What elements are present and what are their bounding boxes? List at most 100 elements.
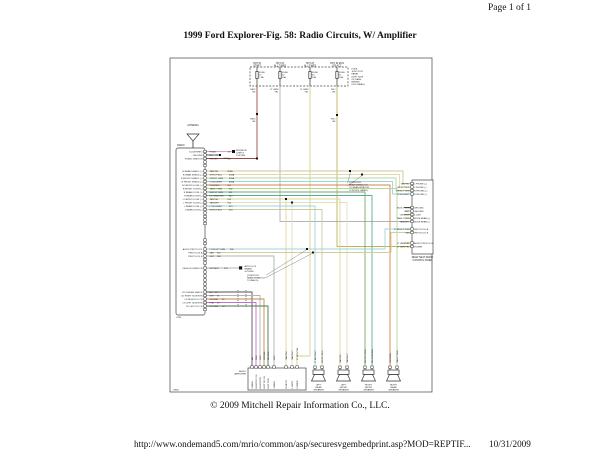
label: 805A	[229, 177, 235, 180]
connector-pin	[410, 231, 414, 234]
label: BK	[252, 357, 254, 360]
connector-pin	[410, 189, 414, 192]
label: LEFT RTN	[268, 378, 270, 388]
label: SPEAKER	[388, 389, 399, 392]
label: R FRONT SHIELD (-)	[182, 181, 203, 183]
label: CONTROL PANEL)	[349, 189, 368, 192]
connector-pin	[203, 187, 207, 190]
label: PANEL	[352, 73, 360, 76]
label: WHT/LT GRN	[210, 192, 224, 194]
label: ORG/LT GRN	[396, 190, 410, 192]
label: GRY/BLK	[210, 268, 220, 270]
label: YEL	[274, 92, 279, 94]
amplifier-block	[247, 367, 307, 391]
wire	[205, 255, 275, 366]
label: LT GRN/YEL	[397, 246, 410, 248]
label: 679	[224, 268, 228, 270]
label: RIGHT	[390, 385, 397, 387]
label: GROUND	[414, 207, 424, 209]
label: HOT IN	[253, 62, 261, 65]
junction-dot	[219, 154, 221, 156]
label: DK GRN/ORG	[372, 349, 374, 363]
label: GRY	[405, 211, 410, 213]
connector-pin	[345, 365, 349, 369]
connector-pin	[203, 278, 207, 282]
junction-dot	[306, 248, 308, 250]
connector-pin	[395, 365, 399, 369]
connector-pin	[203, 153, 207, 157]
connector-pin	[363, 365, 367, 369]
label: CD LEFT SIGN RTN	[182, 302, 203, 304]
label: 57	[216, 155, 219, 157]
label: R FRONT DOOR (+)	[182, 185, 202, 187]
label: POWER	[414, 246, 423, 248]
label: ORG/BK	[264, 351, 266, 360]
label: 30	[312, 75, 315, 77]
label: LEFT	[341, 385, 347, 387]
label: BK	[253, 92, 256, 94]
label: ORG/LT GRN	[210, 178, 224, 180]
label: 17968	[173, 390, 180, 392]
connector-pin	[203, 242, 207, 245]
connector-pin	[388, 365, 392, 369]
label: JUNCTION	[352, 71, 363, 73]
label: GRY	[274, 355, 276, 360]
label: 806A	[229, 180, 235, 183]
label: TAN/YEL	[285, 350, 288, 360]
label: TAN	[405, 231, 410, 234]
label: R REAR DOOR (-)	[184, 194, 203, 197]
connector-pin	[203, 308, 207, 311]
label: BLK/LT GRN	[397, 207, 410, 209]
label: AMPLIFIER	[234, 373, 246, 376]
label: REAR SEAT RADIO	[412, 256, 434, 259]
label: WHT/LT GRN	[365, 349, 367, 363]
label: 968	[217, 256, 221, 258]
label: RADIO	[177, 144, 185, 147]
label: 967	[217, 252, 221, 254]
label: SHIELD	[252, 380, 254, 388]
connector-pin	[203, 266, 207, 270]
label: SPEAKER	[313, 389, 324, 392]
wire	[205, 195, 373, 366]
speaker-icon	[312, 369, 325, 375]
label: YEL/	[331, 119, 336, 121]
connector-pin	[203, 261, 207, 265]
fuse-junction-panel-box	[249, 66, 349, 87]
fuse-icon	[335, 71, 339, 79]
label: (LEFT SIDE	[352, 76, 364, 78]
connector-pin	[272, 365, 276, 369]
connector-pin	[203, 194, 207, 197]
wire	[205, 184, 391, 366]
label: 7.5A	[259, 76, 264, 79]
connector-pin	[203, 150, 207, 153]
label: PK/BK	[210, 151, 217, 153]
junction-dot	[256, 113, 258, 115]
label: LT BLU/LT GRN	[210, 249, 226, 251]
label: 15A	[339, 76, 343, 79]
label: TAN	[210, 251, 215, 254]
label: ALL TIMES	[274, 64, 286, 67]
label: 27	[259, 75, 262, 77]
label: L PHONE (-)	[414, 187, 427, 189]
junction-dot	[349, 170, 351, 172]
connector-pin	[203, 222, 207, 225]
connector-pin	[203, 286, 207, 290]
junction-dot	[256, 157, 258, 160]
connector-pin	[203, 247, 207, 251]
label: 801	[228, 185, 232, 187]
fuse3-to-amp-wire	[296, 86, 311, 366]
speaker-icon	[387, 369, 400, 375]
label: RED/BK	[210, 158, 219, 160]
label: 803A	[228, 170, 234, 173]
label: DK GRN	[268, 351, 270, 360]
label: TO REAR WINDOW	[349, 186, 370, 189]
label: ALL TIMES	[304, 64, 316, 67]
label: GRY/LT BLU	[210, 209, 223, 211]
junction-dot	[361, 173, 363, 176]
label: 815	[229, 206, 233, 208]
label: GROUND	[193, 155, 203, 157]
connector-pin	[410, 220, 414, 223]
label: TAN/WHT	[400, 220, 410, 223]
label: FUSE	[339, 72, 345, 74]
